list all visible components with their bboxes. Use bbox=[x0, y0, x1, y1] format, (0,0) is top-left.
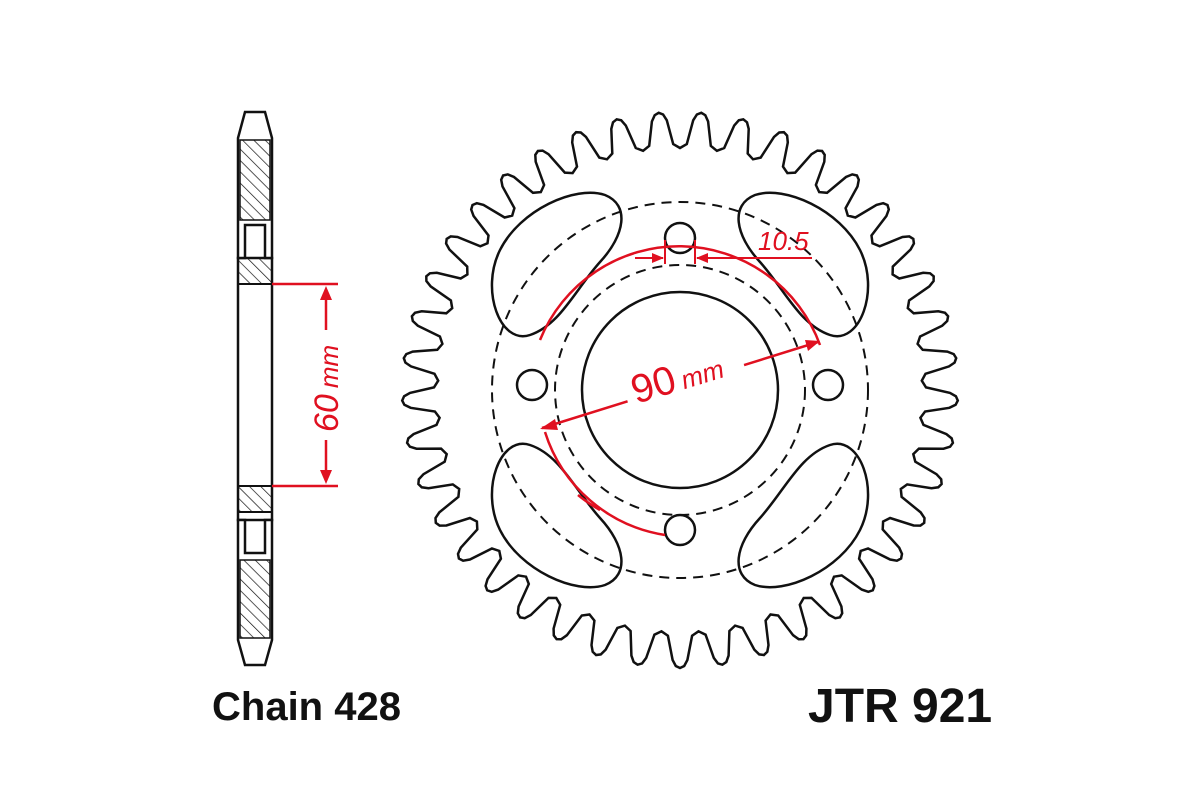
side-view-top-hatch bbox=[239, 139, 271, 221]
bolt-arrow-left bbox=[652, 253, 664, 263]
bolt-hole-left bbox=[515, 368, 549, 402]
pcd-arcs bbox=[538, 245, 822, 537]
side-view: 60mm bbox=[236, 110, 346, 667]
part-number-label: JTR 921 bbox=[808, 680, 992, 733]
bolt-hole-right bbox=[811, 368, 845, 402]
lightening-slots bbox=[490, 191, 870, 589]
side-view-bottom-hatch bbox=[239, 559, 271, 639]
slot-bottom-right bbox=[737, 442, 870, 589]
pcd-arrow-left bbox=[540, 419, 558, 430]
chain-label: Chain 428 bbox=[212, 685, 401, 729]
front-view: 90mm 10.5 bbox=[400, 111, 960, 670]
pcd-label-bg bbox=[618, 335, 748, 413]
pitch-circle-outer bbox=[491, 201, 869, 579]
pcd-arrow-right bbox=[805, 340, 820, 351]
bolt-arrow-right bbox=[696, 253, 708, 263]
slot-bottom-left bbox=[490, 442, 623, 589]
height-arrow-top bbox=[320, 286, 332, 300]
bolt-hole-top bbox=[663, 221, 697, 255]
side-view-lower-flange bbox=[237, 485, 273, 513]
slot-top-left bbox=[490, 191, 623, 338]
side-view-hub bbox=[236, 256, 274, 522]
side-view-upper-flange bbox=[237, 257, 273, 285]
height-arrow-bottom bbox=[320, 470, 332, 484]
bolt-hole-bottom bbox=[663, 513, 697, 547]
bolt-holes bbox=[515, 221, 845, 547]
height-label: 60mm bbox=[308, 345, 346, 432]
bolt-hole-label: 10.5 bbox=[758, 226, 809, 256]
